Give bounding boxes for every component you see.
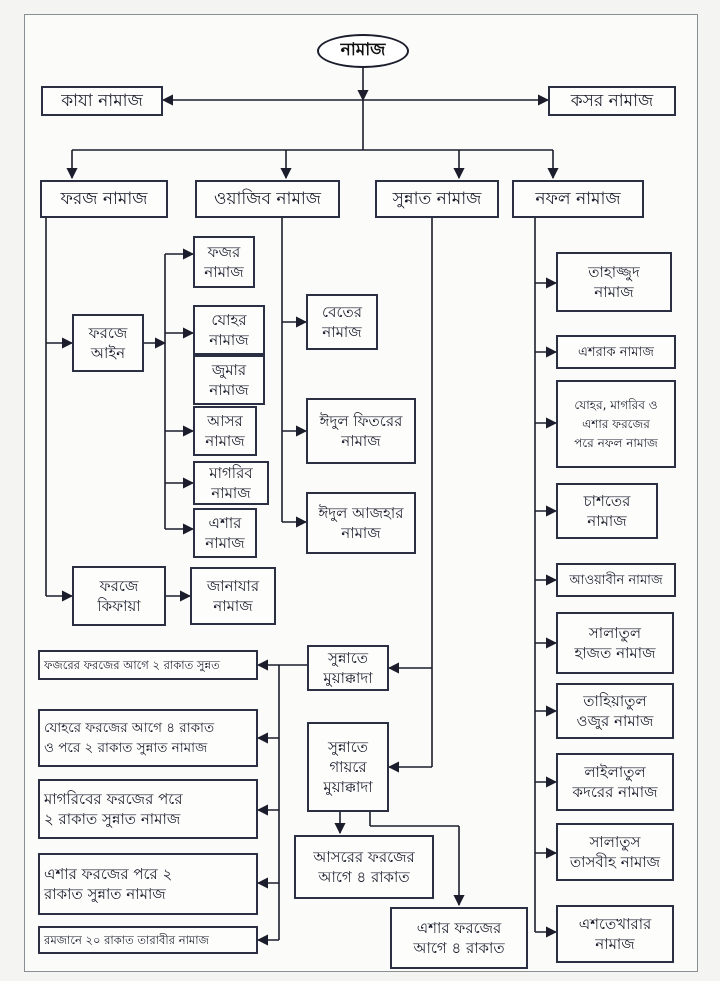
lailatul-qadr-box: লাইলাতুল কদরের নামাজ: [556, 753, 674, 811]
zohr-namaz-box: যোহর নামাজ: [193, 305, 265, 355]
esha-gayre-box: এশার ফরজের আগে ৪ রাকাত: [390, 907, 528, 969]
salatus-tasbih-box: সালাতুস তাসবীহ নামাজ: [556, 823, 674, 881]
eid-ul-azha-namaz-box: ঈদুল আজহার নামাজ: [306, 492, 416, 554]
chasht-box: চাশতের নামাজ: [556, 483, 658, 539]
eshrak-box: এশরাক নামাজ: [556, 335, 676, 369]
tahajjud-box: তাহাজ্জুদ নামাজ: [556, 252, 672, 312]
asr-gayre-box: আসরের ফরজের আগে ৪ রাকাত: [294, 835, 434, 899]
esha-sunnat-box: এশার ফরজের পরে ২ রাকাত সুন্নাত নামাজ: [38, 853, 258, 915]
foroz-namaz-box: ফরজ নামাজ: [40, 180, 168, 218]
asr-namaz-box: আসর নামাজ: [193, 406, 257, 456]
wajib-namaz-box: ওয়াজিব নামাজ: [195, 180, 340, 218]
sunnat-gayre-muakkada-box: সুন্নাতে গায়রে মুয়াক্কাদা: [307, 722, 389, 812]
magrib-sunnat-box: মাগরিবের ফরজের পরে ২ রাকাত সুন্নাত নামাজ: [38, 779, 258, 839]
awwabin-box: আওয়াবীন নামাজ: [556, 563, 676, 597]
sunnat-namaz-box: সুন্নাত নামাজ: [375, 180, 499, 218]
foroz-kifaya-box: ফরজে কিফায়া: [72, 566, 166, 626]
esha-namaz-box: এশার নামাজ: [193, 508, 257, 558]
magrib-namaz-box: মাগরিব নামাজ: [193, 461, 269, 505]
sunnat-muakkada-box: সুন্নাতে মুয়াক্কাদা: [307, 645, 389, 691]
nofol-namaz-box: নফল নামাজ: [512, 180, 644, 218]
nofol-after-foroz-box: যোহর, মাগরিব ও এশার ফরজের পরে নফল নামাজ: [556, 380, 676, 468]
kosor-namaz-box: কসর নামাজ: [548, 86, 676, 116]
zohr-sunnat-box: যোহরে ফরজের আগে ৪ রাকাত ও পরে ২ রাকাত সু…: [38, 709, 258, 767]
jumma-namaz-box: জুমার নামাজ: [193, 355, 265, 405]
salatul-hajat-box: সালাতুল হাজত নামাজ: [556, 612, 674, 674]
beter-namaz-box: বেতের নামাজ: [306, 294, 378, 350]
foroz-ain-box: ফরজে আইন: [72, 314, 144, 372]
eid-ul-fitr-namaz-box: ঈদুল ফিতরের নামাজ: [306, 398, 416, 464]
root-title-namaz: নামাজ: [317, 34, 409, 68]
janaza-namaz-box: জানাযার নামাজ: [190, 567, 276, 625]
taraweeh-box: রমজানে ২০ রাকাত তারাবীর নামাজ: [38, 926, 258, 954]
fajr-sunnat-box: ফজরের ফরজের আগে ২ রাকাত সুন্নত: [38, 650, 258, 680]
fajr-namaz-box: ফজর নামাজ: [193, 236, 255, 288]
istikhara-box: এশতেখারার নামাজ: [556, 905, 674, 963]
tahiyatul-ozu-box: তাহিয়াতুল ওজুর নামাজ: [556, 683, 674, 739]
kaza-namaz-box: কাযা নামাজ: [41, 86, 163, 116]
